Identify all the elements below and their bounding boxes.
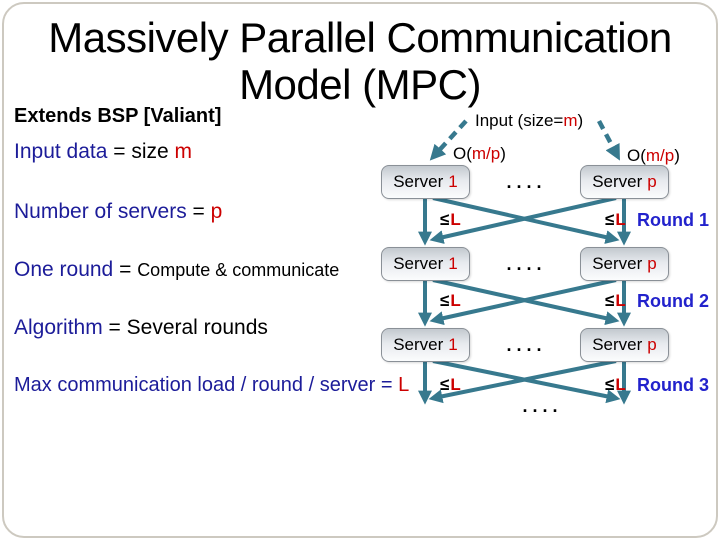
input-label-close: ) (577, 111, 584, 130)
chunk-size-label-right: O(m/p) (627, 146, 680, 165)
note-term: One round (14, 258, 114, 281)
note-variable: m (174, 140, 193, 163)
load-bound-round1-left: ≤L (440, 210, 461, 229)
ellipsis-row3: . . . . (506, 335, 542, 355)
note-definition-small: Compute & communicate (137, 260, 340, 280)
input-label-var: m (563, 111, 578, 130)
round3-label: Round 3 (637, 375, 709, 395)
title-line1: Massively Parallel Communication (48, 14, 672, 61)
note-input-data: Input data = size m (14, 140, 192, 164)
note-term: Max communication load / round / server … (14, 374, 399, 396)
load-bound-round1-right: ≤L (605, 210, 626, 229)
note-term: Number of servers (14, 200, 187, 223)
ellipsis-bottom: . . . . (522, 396, 558, 416)
note-variable: p (210, 200, 223, 223)
load-bound-round3-left: ≤L (440, 375, 461, 394)
load-bound-round2-right: ≤L (605, 291, 626, 310)
note-definition: = size (107, 140, 175, 163)
title-line2: Model (MPC) (239, 61, 481, 108)
chunk-size-label-left: O(m/p) (453, 144, 506, 163)
note-one-round: One round = Compute & communicate (14, 258, 339, 282)
load-bound-round3-right: ≤L (605, 375, 626, 394)
input-size-label: Input (size=m) (475, 111, 583, 131)
load-bound-round2-left: ≤L (440, 291, 461, 310)
input-label-text: Input (size= (475, 111, 564, 130)
note-number-of-servers: Number of servers = p (14, 200, 222, 224)
ellipsis-row2: . . . . (506, 254, 542, 274)
ellipsis-row1: . . . . (506, 172, 542, 192)
note-algorithm: Algorithm = Several rounds (14, 316, 268, 340)
note-max-load: Max communication load / round / server … (14, 374, 409, 397)
note-term: Algorithm (14, 316, 103, 339)
round1-label: Round 1 (637, 210, 709, 230)
note-variable: L (398, 374, 410, 396)
note-definition: = (186, 200, 211, 223)
note-definition: = Several rounds (102, 316, 268, 339)
note-definition: = (113, 258, 138, 281)
subtitle: Extends BSP [Valiant] (14, 105, 222, 127)
round2-label: Round 2 (637, 291, 709, 311)
note-term: Input data (14, 140, 108, 163)
slide-title: Massively Parallel Communication Model (… (0, 14, 720, 108)
